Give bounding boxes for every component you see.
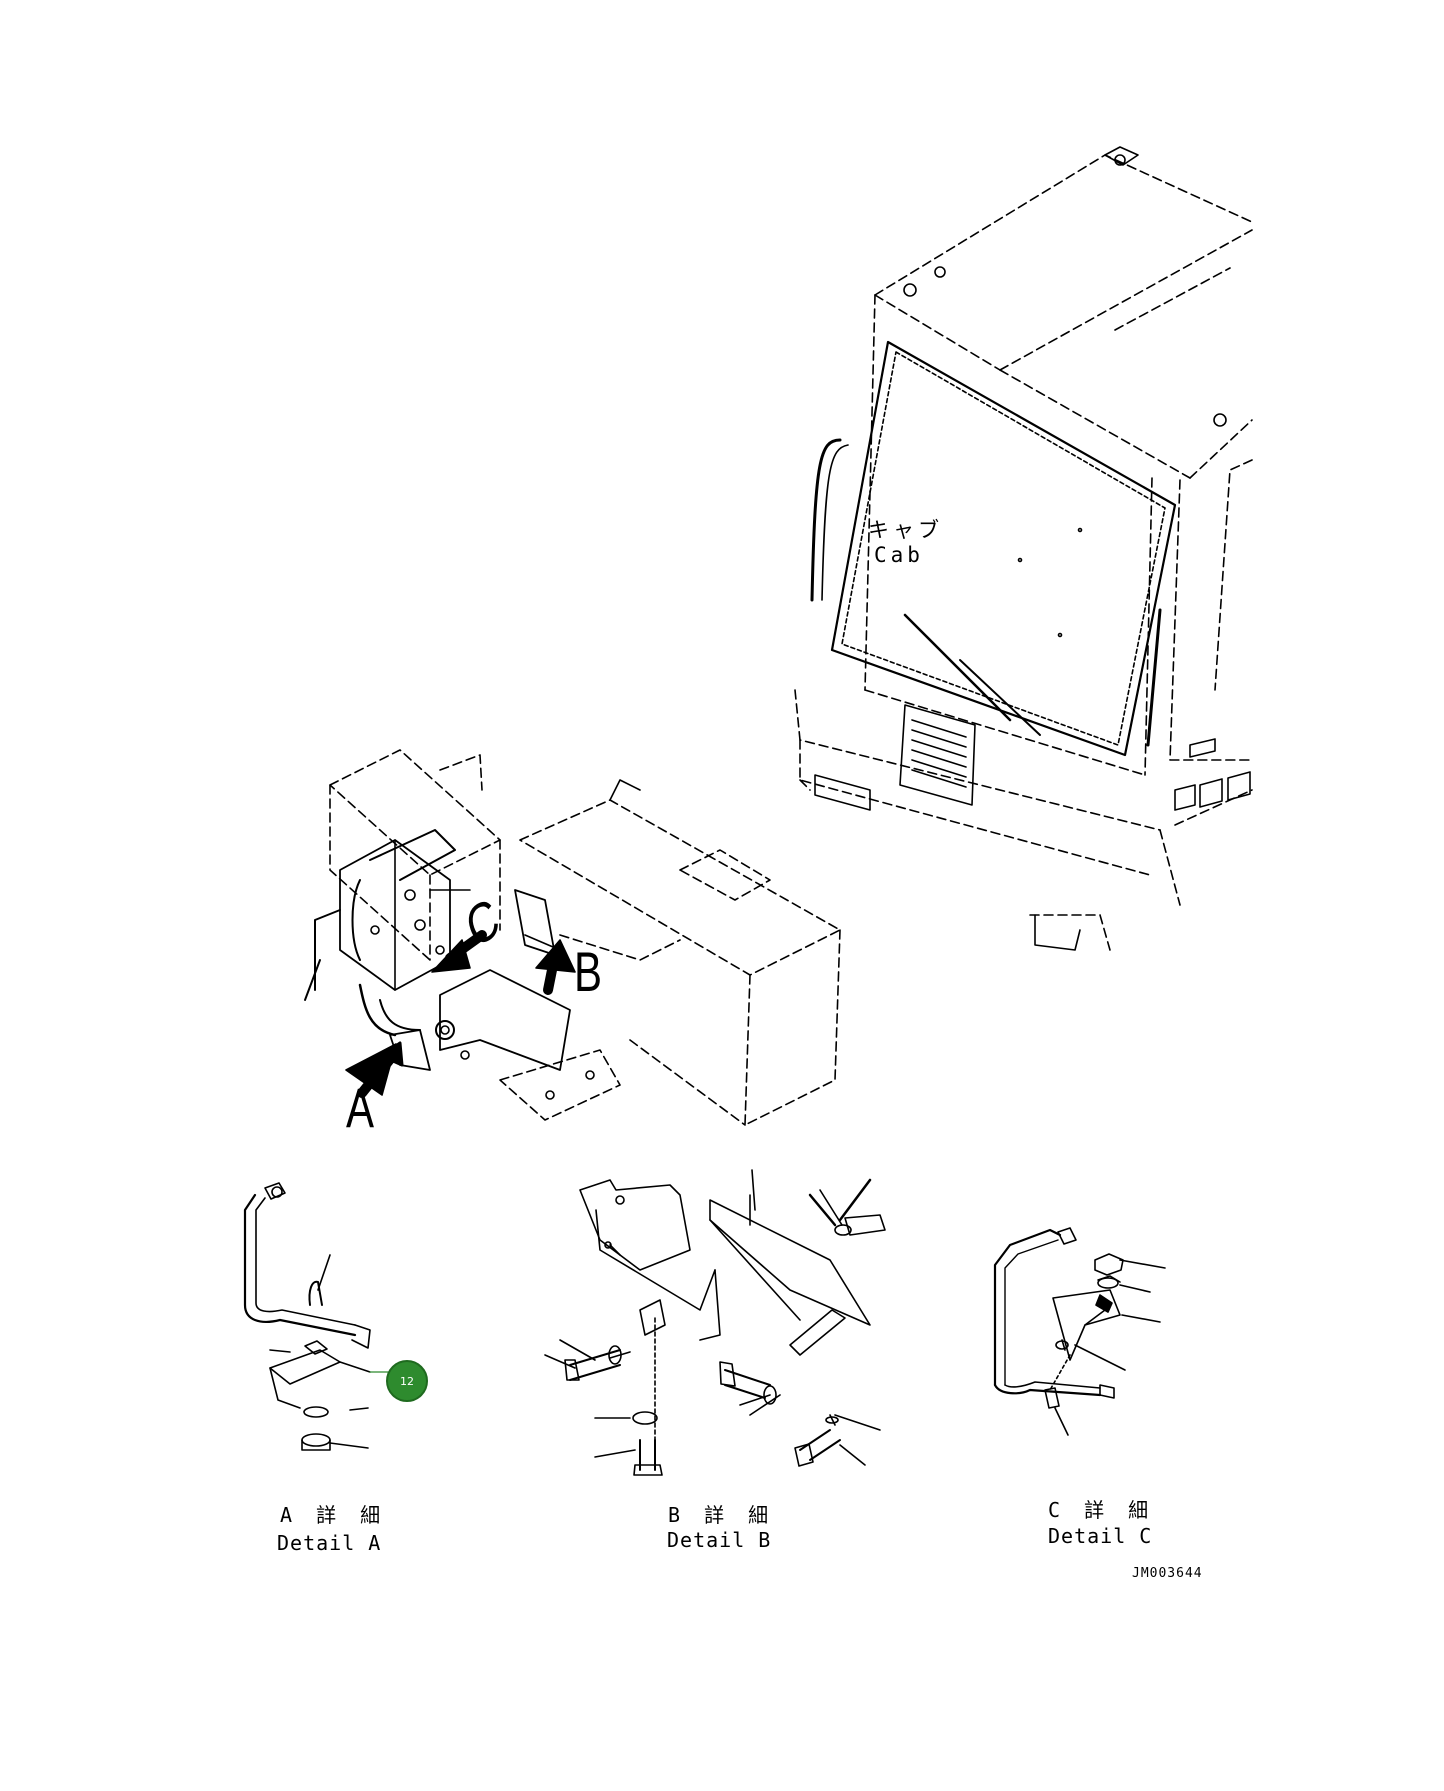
detail-c-title-jp: C 詳 細 xyxy=(1048,1498,1155,1522)
arrow-label-b: B xyxy=(574,940,603,1003)
detail-c-title-en: Detail C xyxy=(1048,1524,1153,1548)
detail-a-title-en: Detail A xyxy=(277,1531,382,1555)
detail-a-title-jp: A 詳 細 xyxy=(280,1503,387,1527)
arrow-label-a: A xyxy=(346,1076,375,1139)
main-assembly-drawing xyxy=(304,749,841,1126)
drawing-code: JM003644 xyxy=(1132,1566,1203,1581)
detail-a-drawing xyxy=(243,1182,371,1451)
cab-label-en: Cab xyxy=(874,543,924,567)
detail-b-title-jp: B 詳 細 xyxy=(668,1503,775,1527)
detail-b-drawing xyxy=(544,1169,886,1476)
detail-b-title-en: Detail B xyxy=(667,1528,772,1552)
detail-c-drawing xyxy=(993,1227,1166,1436)
cab-drawing xyxy=(794,146,1253,951)
cab-label-jp: キャブ xyxy=(868,518,943,542)
detail-arrows xyxy=(345,930,576,1098)
part-callout-badge[interactable]: 12 xyxy=(386,1360,428,1402)
